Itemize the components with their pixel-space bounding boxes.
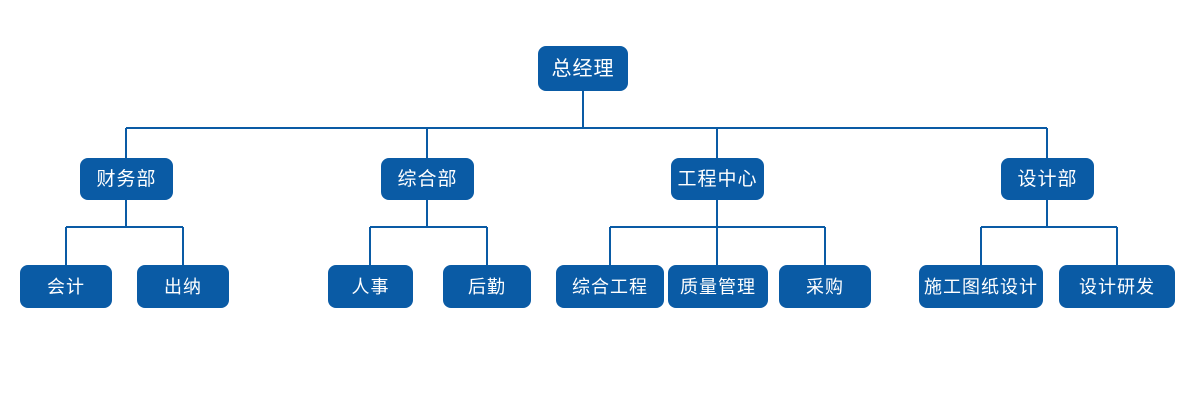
- org-node-department-0[interactable]: 财务部: [80, 158, 173, 200]
- org-node-department-3[interactable]: 设计部: [1001, 158, 1094, 200]
- org-node-team-6[interactable]: 采购: [779, 265, 871, 308]
- org-node-team-7[interactable]: 施工图纸设计: [919, 265, 1043, 308]
- org-node-team-4[interactable]: 综合工程: [556, 265, 664, 308]
- org-node-team-5[interactable]: 质量管理: [668, 265, 768, 308]
- org-node-team-8[interactable]: 设计研发: [1059, 265, 1175, 308]
- org-node-department-2[interactable]: 工程中心: [671, 158, 764, 200]
- org-node-team-3[interactable]: 后勤: [443, 265, 531, 308]
- org-node-department-1[interactable]: 综合部: [381, 158, 474, 200]
- org-node-team-2[interactable]: 人事: [328, 265, 413, 308]
- org-node-root[interactable]: 总经理: [538, 46, 628, 91]
- org-node-team-0[interactable]: 会计: [20, 265, 112, 308]
- org-node-team-1[interactable]: 出纳: [137, 265, 229, 308]
